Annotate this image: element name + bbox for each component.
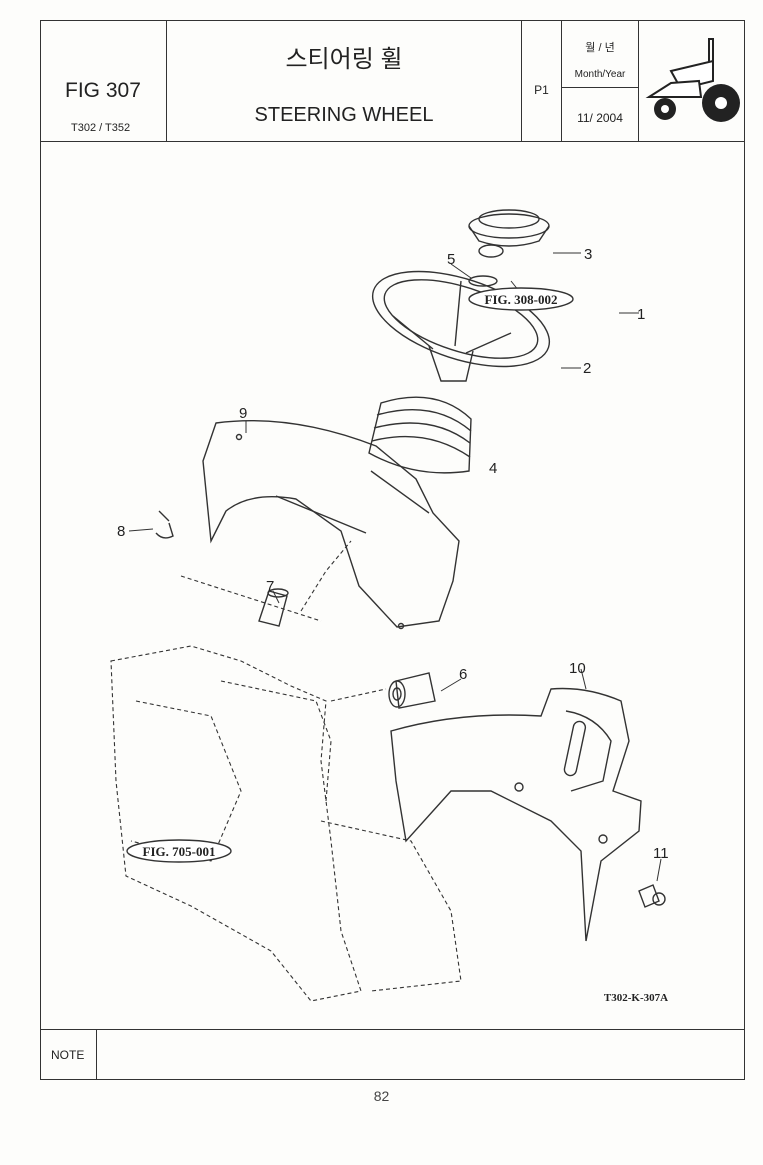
- callout-8: 8: [117, 523, 125, 540]
- callout-6: 6: [459, 666, 467, 683]
- leader-lines: [128, 252, 662, 882]
- part-boot: [368, 396, 472, 474]
- callout-2: 2: [583, 360, 591, 377]
- callout-11: 11: [653, 845, 669, 862]
- drawing-code: T302-K-307A: [604, 992, 668, 1004]
- callout-7: 7: [266, 578, 274, 595]
- date-label-english: Month/Year: [574, 69, 626, 80]
- date-cell: 월 / 년 Month/Year 11/ 2004: [562, 21, 639, 141]
- date-label-korean: 월 / 년: [585, 42, 615, 54]
- callout-9: 9: [239, 405, 247, 422]
- fig-ref-308-002: FIG. 308-002: [485, 292, 558, 307]
- part-collar: [388, 672, 436, 709]
- parts-diagram: 3 1 2 5 4 9 8 7 6 10 11 FIG. 308-002 FIG…: [41, 141, 744, 1029]
- part-steering-wheel: [371, 270, 551, 382]
- model-numbers: T302 / T352: [71, 122, 131, 134]
- note-label: NOTE: [51, 1048, 85, 1062]
- callout-1: 1: [637, 306, 645, 323]
- date-value: 11/ 2004: [577, 111, 623, 125]
- title-cell: 스티어링 휠 STEERING WHEEL: [167, 21, 522, 141]
- title-english: STEERING WHEEL: [254, 104, 434, 126]
- part-cap: [468, 213, 550, 239]
- part-upper-cover: [202, 419, 460, 630]
- callout-4: 4: [489, 460, 497, 477]
- part-lower-cover: [390, 687, 642, 942]
- part-washer: [468, 275, 498, 287]
- fig-number: FIG 307: [65, 79, 141, 102]
- title-block: FIG 307 T302 / T352 스티어링 휠 STEERING WHEE…: [41, 21, 744, 142]
- part-nut: [478, 244, 504, 258]
- page-number: 82: [373, 1088, 390, 1104]
- callout-10: 10: [569, 660, 586, 677]
- part-bolt: [155, 510, 174, 539]
- tractor-icon: [645, 38, 740, 122]
- title-korean: 스티어링 휠: [285, 46, 403, 73]
- exploded-view-drawing: 3 1 2 5 4 9 8 7 6 10 11 FIG. 308-002 FIG…: [110, 209, 669, 1004]
- callout-3: 3: [584, 246, 592, 263]
- callout-5: 5: [447, 251, 455, 268]
- note-row: NOTE: [41, 1029, 744, 1080]
- date-divider: [562, 87, 638, 88]
- part-flange-bolt: [638, 884, 666, 908]
- page-code-cell: P1: [522, 21, 562, 141]
- fig-cell: FIG 307 T302 / T352: [41, 21, 167, 141]
- page-code: P1: [534, 83, 549, 97]
- tractor-picture-cell: [639, 21, 744, 141]
- page-frame: FIG 307 T302 / T352 스티어링 휠 STEERING WHEE…: [40, 20, 745, 1080]
- part-sleeve: [258, 588, 289, 627]
- fig-ref-705-001: FIG. 705-001: [143, 844, 216, 859]
- note-label-cell: NOTE: [41, 1030, 97, 1080]
- reference-steering-column: [110, 540, 462, 1002]
